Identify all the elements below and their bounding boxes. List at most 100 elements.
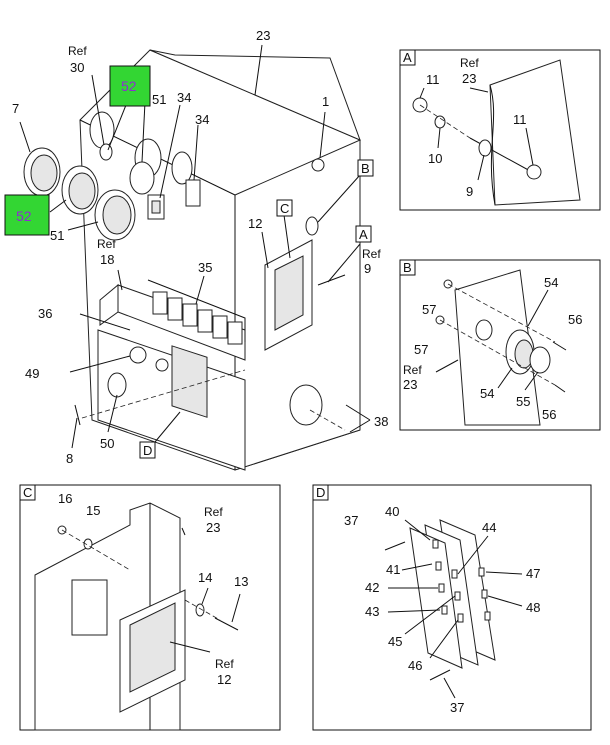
d-callout-46: 46 [408,658,422,673]
a-callout-11-left: 11 [426,72,440,87]
callout-51-left: 51 [50,228,64,243]
screw-37-top [384,541,406,551]
b-callout-56-top: 56 [568,312,582,327]
highlight-52-top [109,65,151,107]
detail-ref-d-label: D [143,443,152,458]
d-callout-41: 41 [386,562,400,577]
d-callout-47: 47 [526,566,540,581]
fastener-1 [311,158,325,172]
d-callout-43: 43 [365,604,379,619]
a-callout-11-right: 11 [513,112,527,127]
screw-56-bottom [554,384,566,393]
b-callout-56-bottom: 56 [542,407,556,422]
grommet-38 [289,384,323,426]
detail-b-letter: B [403,260,412,275]
callout-35: 35 [198,260,212,275]
detail-ref-c-label: C [280,201,289,216]
gauge-52 [61,165,99,215]
gauge-ring-30 [99,143,113,161]
callout-52-top: 52 [121,78,137,94]
b-callout-54-top: 54 [544,275,558,290]
callout-34-a: 34 [177,90,191,105]
detail-ref-b [357,159,374,177]
washer-14 [195,603,205,617]
callout-7: 7 [12,101,19,116]
detail-a-panel: A [399,49,601,211]
b-callout-23: 23 [403,377,417,392]
a-callout-23-ref: Ref [460,56,479,70]
callout-18: 18 [100,252,114,267]
connector-block [171,345,208,418]
d-callout-37-top: 37 [344,513,358,528]
a-callout-9: 9 [466,184,473,199]
detail-ref-d [139,441,156,459]
bracket-12-detail [119,589,186,713]
knob-49 [129,346,147,364]
callout-9-ref: Ref [362,247,381,261]
washer-10 [434,115,446,129]
nut-11-right [526,164,542,180]
screw-37-bottom [429,669,451,681]
detail-ref-c [276,199,293,217]
detail-ref-b-label: B [361,161,370,176]
callout-36: 36 [38,306,52,321]
screw-8 [74,404,81,426]
callout-51-top: 51 [152,92,166,107]
b-callout-57-bottom: 57 [414,342,428,357]
gauge-51 [94,189,136,241]
b-callout-54-bottom: 54 [480,386,494,401]
d-callout-40: 40 [385,504,399,519]
detail-ref-a-label: A [359,227,368,242]
d-callout-37-bottom: 37 [450,700,464,715]
c-callout-15: 15 [86,503,100,518]
c-callout-16: 16 [58,491,72,506]
callout-18-ref: Ref [97,237,116,251]
callout-52-left: 52 [16,208,32,224]
terminal-slots [432,539,491,623]
callout-38: 38 [374,414,388,429]
callout-50: 50 [100,436,114,451]
callout-12: 12 [248,216,262,231]
callout-1: 1 [322,94,329,109]
main-assembly [19,44,371,471]
detail-d-panel: D [312,484,592,731]
screw-13 [214,617,239,631]
detail-a-letter: A [403,50,412,65]
grommet-50 [107,372,127,398]
highlight-52-left [4,194,50,236]
detail-c-panel: C [19,484,281,731]
gauge-7 [23,147,61,197]
d-callout-44: 44 [482,520,496,535]
c-callout-14: 14 [198,570,212,585]
callout-34-b: 34 [195,112,209,127]
a-callout-23: 23 [462,71,476,86]
d-callout-48: 48 [526,600,540,615]
c-callout-12: 12 [217,672,231,687]
callout-8: 8 [66,451,73,466]
bracket-12 [264,239,313,351]
detail-b-panel: B [399,259,601,431]
switch-bank-35 [147,279,246,345]
callout-30-ref: Ref [68,44,87,58]
detail-ref-a [355,225,372,243]
detail-d-letter: D [316,485,325,500]
ring-55 [529,346,551,374]
detail-c-letter: C [23,485,32,500]
c-callout-12-ref: Ref [215,657,234,671]
d-callout-42: 42 [365,580,379,595]
b-callout-23-ref: Ref [403,363,422,377]
c-callout-13: 13 [234,574,248,589]
d-callout-45: 45 [388,634,402,649]
switch-34b [185,179,201,207]
gauge-ring-51 [129,161,155,195]
c-callout-23: 23 [206,520,220,535]
b-callout-55: 55 [516,394,530,409]
a-callout-10: 10 [428,151,442,166]
screw-56-top [552,341,567,351]
callout-9: 9 [364,261,371,276]
c-callout-23-ref: Ref [204,505,223,519]
callout-49: 49 [25,366,39,381]
callout-23: 23 [256,28,270,43]
b-callout-57-top: 57 [422,302,436,317]
